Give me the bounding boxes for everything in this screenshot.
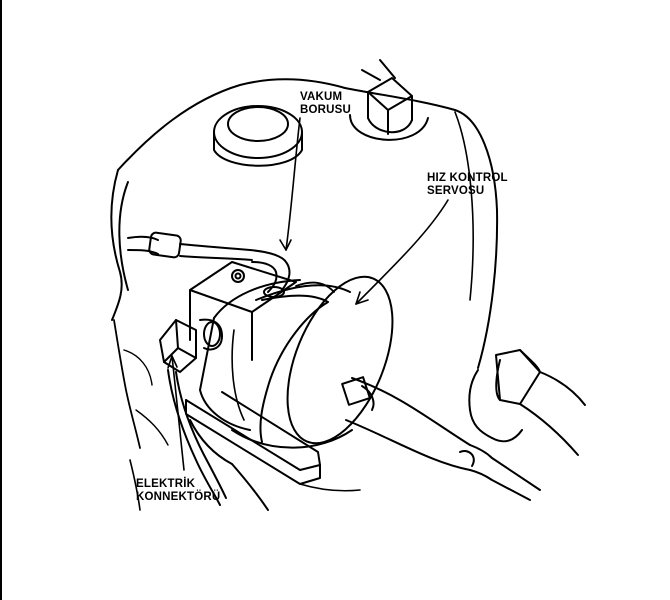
engine-panel xyxy=(110,78,499,369)
servo-canister xyxy=(199,275,394,449)
square-bolt xyxy=(349,59,429,141)
servo-cable-boot xyxy=(341,376,541,501)
servo-bracket xyxy=(185,261,321,485)
label-vacuum-hose-line1: VAKUM xyxy=(300,91,343,103)
page-border xyxy=(0,0,2,600)
cable-harness xyxy=(127,231,253,261)
leader-lines xyxy=(167,117,449,471)
lower-body xyxy=(113,319,361,511)
label-vacuum-hose-line2: BORUSU xyxy=(300,104,352,116)
label-connector-line1: ELEKTRİK xyxy=(136,478,196,490)
label-speed-control-servo: HIZ KONTROL SERVOSU xyxy=(427,172,508,198)
label-speed-servo-line2: SERVOSU xyxy=(427,185,485,197)
round-cap xyxy=(213,105,303,167)
throttle-linkage xyxy=(468,349,586,456)
electrical-connector xyxy=(159,318,227,506)
label-speed-servo-line1: HIZ KONTROL xyxy=(427,172,508,184)
label-vacuum-hose: VAKUM BORUSU xyxy=(300,91,351,117)
label-electrical-connector: ELEKTRİK KONNEKTÖRÜ xyxy=(136,478,220,504)
label-connector-line2: KONNEKTÖRÜ xyxy=(136,491,221,503)
